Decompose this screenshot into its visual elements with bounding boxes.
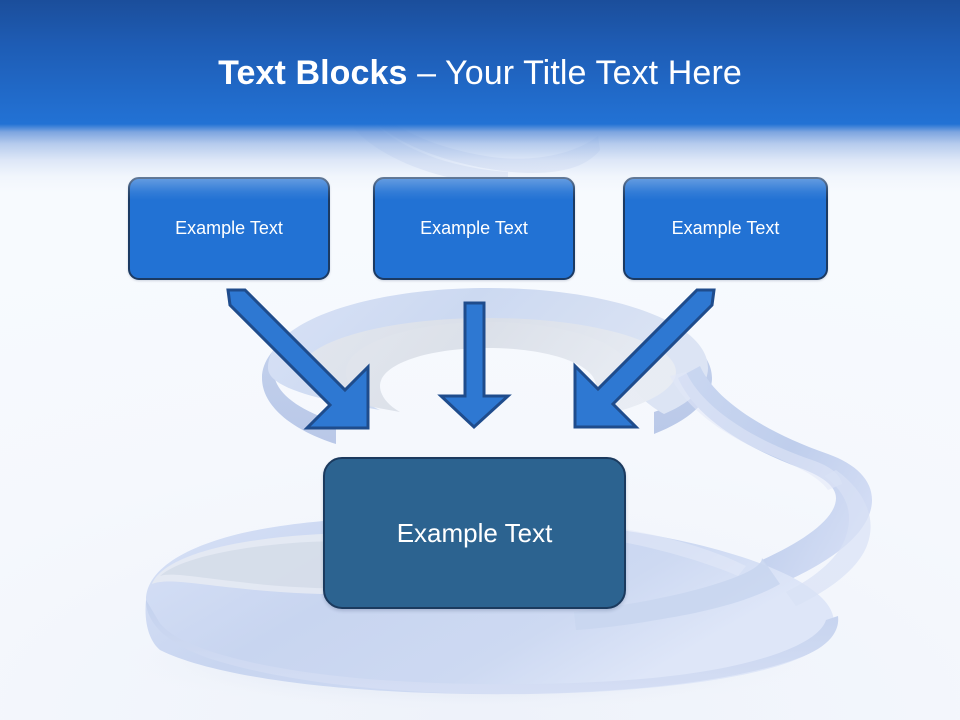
slide-title-rest: Your Title Text Here	[445, 54, 742, 92]
text-block-1[interactable]: Example Text	[128, 177, 330, 280]
text-block-1-label: Example Text	[175, 218, 283, 238]
slide-title-separator: –	[407, 54, 446, 92]
slide-title-bold: Text Blocks	[218, 54, 408, 92]
summary-block[interactable]: Example Text	[323, 457, 626, 609]
text-block-3-label: Example Text	[671, 218, 780, 238]
text-block-2-label: Example Text	[420, 218, 528, 238]
text-block-2[interactable]: Example Text	[373, 177, 575, 280]
text-block-3[interactable]: Example Text	[623, 177, 828, 280]
summary-block-label: Example Text	[396, 517, 553, 548]
slide-title: Text Blocks – Your Title Text Here	[0, 52, 960, 94]
